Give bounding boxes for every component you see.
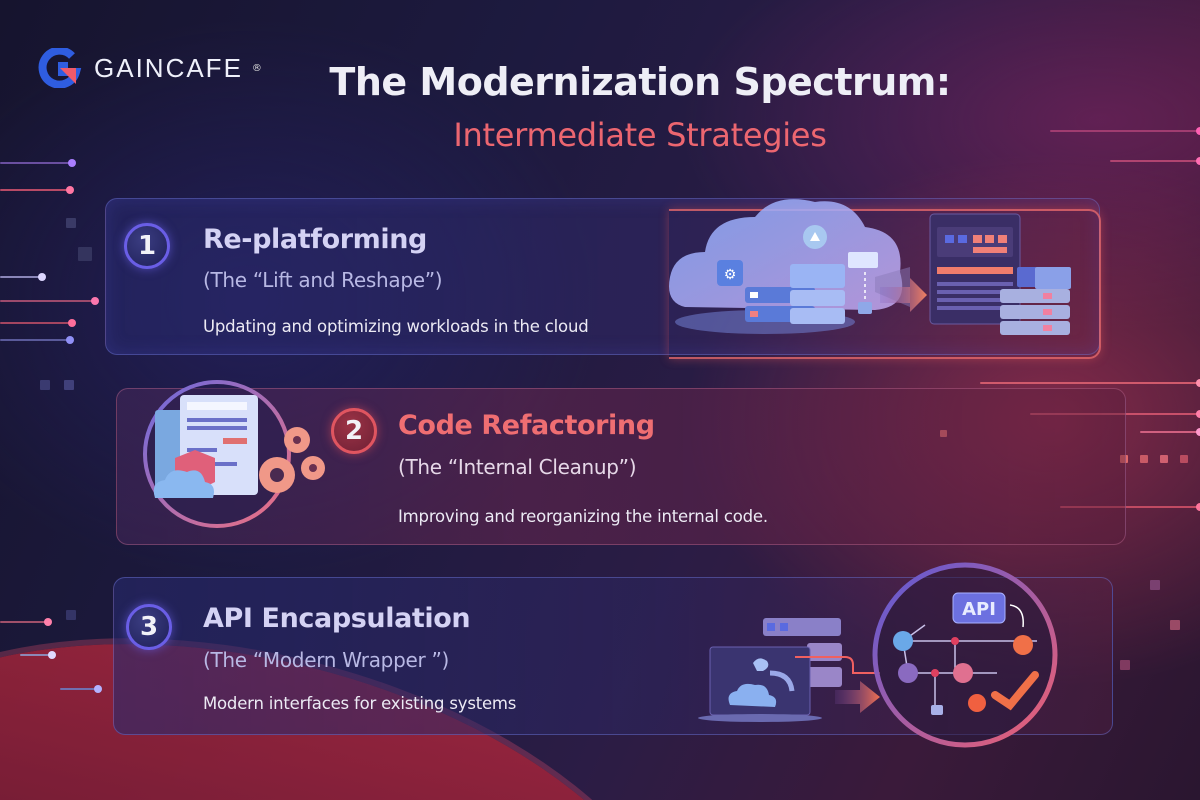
circuit-trace bbox=[0, 621, 48, 623]
api-network-icon: API bbox=[698, 562, 1058, 748]
circuit-trace bbox=[1050, 130, 1200, 132]
pixel-square bbox=[1170, 620, 1180, 630]
step-number-badge: 3 bbox=[126, 604, 172, 650]
pixel-square bbox=[66, 218, 76, 228]
pixel-square bbox=[40, 380, 50, 390]
api-label: API bbox=[962, 599, 996, 620]
strategy-title: Re-platforming bbox=[203, 224, 427, 255]
circuit-trace bbox=[980, 382, 1200, 384]
circuit-trace bbox=[0, 339, 70, 341]
strategy-description: Updating and optimizing workloads in the… bbox=[203, 317, 589, 336]
pixel-square bbox=[78, 247, 92, 261]
circuit-trace bbox=[0, 276, 42, 278]
pixel-square bbox=[1160, 455, 1168, 463]
circuit-trace bbox=[0, 300, 95, 302]
circuit-trace bbox=[20, 654, 52, 656]
circuit-trace bbox=[0, 322, 72, 324]
circuit-trace bbox=[0, 162, 72, 164]
page-title: The Modernization Spectrum: bbox=[329, 60, 951, 104]
pixel-square bbox=[66, 610, 76, 620]
brand-logo: GAINCAFE ® bbox=[38, 48, 262, 88]
circuit-trace bbox=[0, 189, 70, 191]
strategy-description: Improving and reorganizing the internal … bbox=[398, 507, 768, 526]
strategy-title: API Encapsulation bbox=[203, 603, 471, 634]
strategy-subtitle: (The “Lift and Reshape”) bbox=[203, 268, 443, 292]
strategy-subtitle: (The “Internal Cleanup”) bbox=[398, 455, 637, 479]
page-subtitle: Intermediate Strategies bbox=[453, 116, 827, 154]
pixel-square bbox=[1180, 455, 1188, 463]
svg-text:⚙: ⚙ bbox=[724, 267, 737, 283]
circuit-trace bbox=[1110, 160, 1200, 162]
registered-mark: ® bbox=[251, 62, 262, 74]
step-number-badge: 1 bbox=[124, 223, 170, 269]
circuit-trace bbox=[1140, 431, 1200, 433]
pixel-square bbox=[1120, 660, 1130, 670]
strategy-subtitle: (The “Modern Wrapper ”) bbox=[203, 648, 450, 672]
strategy-title: Code Refactoring bbox=[398, 410, 655, 441]
cloud-servers-migration-icon: ⚙ bbox=[669, 199, 1071, 335]
circuit-trace bbox=[60, 688, 98, 690]
brand-name: GAINCAFE bbox=[94, 52, 243, 83]
pixel-square bbox=[1140, 455, 1148, 463]
pixel-square bbox=[1150, 580, 1160, 590]
page-header: The Modernization Spectrum: Intermediate… bbox=[320, 60, 960, 154]
strategy-description: Modern interfaces for existing systems bbox=[203, 694, 517, 713]
document-gears-icon bbox=[143, 380, 325, 528]
pixel-square bbox=[64, 380, 74, 390]
step-number-badge: 2 bbox=[331, 408, 377, 454]
g-arrow-logo-icon bbox=[38, 48, 82, 88]
